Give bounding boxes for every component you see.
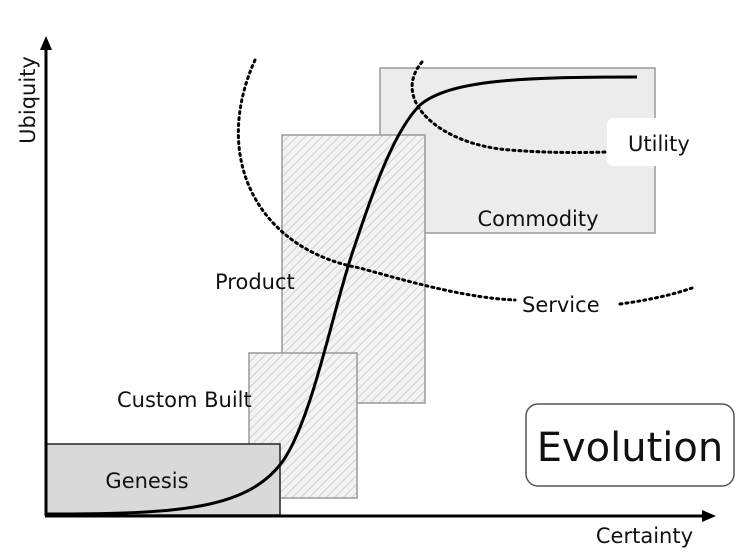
commodity-label: Commodity — [477, 207, 598, 231]
x-axis-label: Certainty — [596, 524, 693, 548]
y-axis-arrow-icon — [40, 36, 52, 50]
service-curve — [237, 58, 517, 302]
y-axis-label: Ubiquity — [16, 56, 40, 144]
genesis-label: Genesis — [105, 469, 188, 493]
custom-built-label: Custom Built — [117, 388, 252, 412]
genesis-box — [45, 443, 281, 516]
utility-label: Utility — [628, 132, 690, 156]
service-label: Service — [522, 293, 600, 317]
evolution-s-curve — [45, 75, 638, 516]
utility-curve — [410, 60, 610, 154]
evolution-title-box — [525, 403, 735, 487]
product-label: Product — [215, 270, 295, 294]
evolution-title: Evolution — [537, 425, 724, 471]
service-curve-tail — [618, 286, 694, 306]
utility-label-backing — [607, 118, 697, 166]
x-axis-arrow-icon — [702, 510, 716, 522]
